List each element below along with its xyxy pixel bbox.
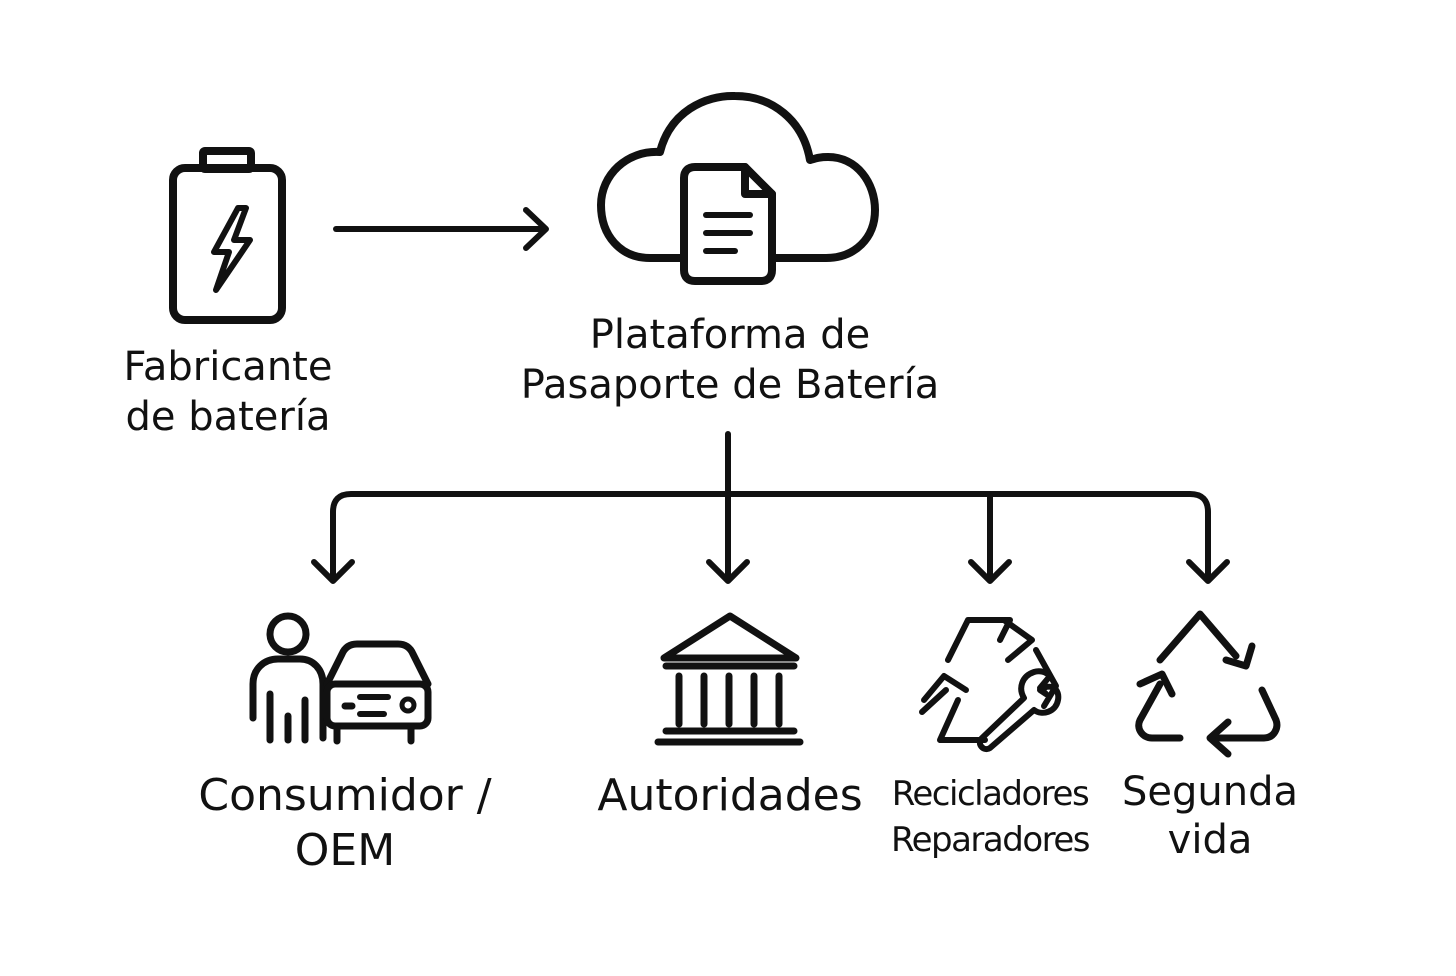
arrow-head-consumidor (311, 559, 355, 584)
label-line: de batería (125, 394, 331, 440)
label-autoridades: Autoridades (580, 768, 880, 823)
label-line: OEM (294, 825, 396, 876)
label-fabricante: Fabricante de batería (78, 342, 378, 442)
label-recicladores: Recicladores Reparadores (880, 772, 1100, 864)
recycle-wrench-icon (919, 617, 1062, 752)
label-line: Recicladores (891, 774, 1090, 814)
label-segunda-vida: Segunda vida (1100, 768, 1320, 864)
label-line: Plataforma de (589, 312, 871, 358)
label-line: Fabricante (123, 344, 333, 390)
label-line: Segunda (1122, 769, 1298, 815)
label-line: Consumidor / (198, 770, 492, 821)
arrow-head-autoridades (706, 559, 750, 584)
label-plataforma: Plataforma de Pasaporte de Batería (470, 310, 990, 410)
government-building-icon (654, 612, 804, 746)
battery-bolt-icon (169, 147, 286, 324)
arrow-to-platform (333, 207, 549, 251)
label-line: Pasaporte de Batería (520, 362, 940, 408)
label-consumidor: Consumidor / OEM (170, 768, 520, 878)
label-line: vida (1167, 817, 1253, 863)
label-line: Autoridades (597, 770, 863, 821)
distribution-connector (311, 431, 1230, 584)
arrow-head-recicladores (968, 559, 1012, 584)
recycle-icon (1135, 610, 1281, 758)
label-line: Reparadores (891, 819, 1091, 860)
arrow-head-segunda-vida (1186, 559, 1230, 584)
cloud-document-icon (597, 91, 879, 285)
person-car-icon (249, 612, 432, 745)
